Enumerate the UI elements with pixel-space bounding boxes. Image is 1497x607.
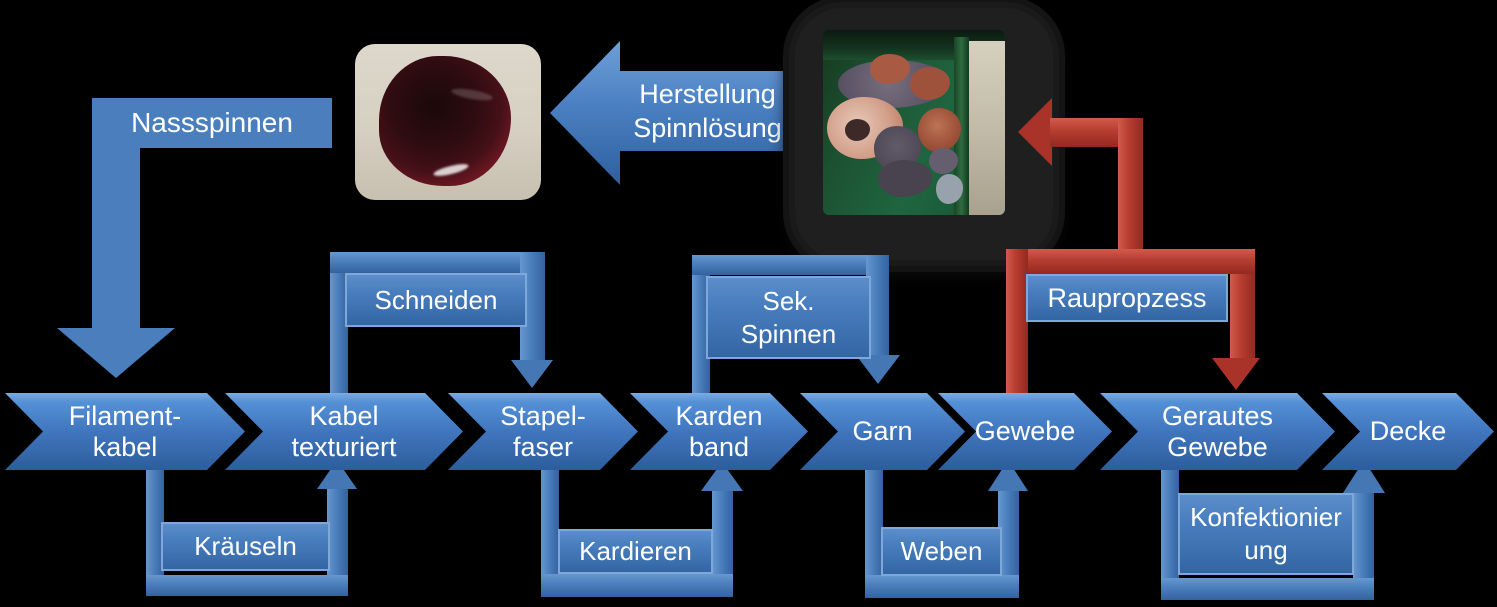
chevron-filamentkabel-line2: kabel xyxy=(92,431,158,462)
schneiden-top-bar xyxy=(330,252,545,273)
fiber-salmon-top xyxy=(870,54,911,84)
herstellung-spinnloesung-label: Herstellung Spinnlösung xyxy=(620,71,795,151)
weben-text: Weben xyxy=(900,536,983,566)
kardieren-left-leg xyxy=(541,468,559,597)
fiber-rust-center xyxy=(917,107,962,153)
kraeuseln-bottom-bar xyxy=(146,575,348,596)
red-arrowhead-left-icon xyxy=(1018,98,1052,166)
chevron-stapelfaser-line1: Stapel- xyxy=(500,400,586,431)
raupropzess-label: Raupropzess xyxy=(1026,274,1228,322)
chevron-gerautes-gewebe-line2: Gewebe xyxy=(1167,431,1268,462)
nassspinnen-text: Nassspinnen xyxy=(131,107,293,138)
konfektionierung-label: Konfektionier ung xyxy=(1178,493,1354,575)
weben-bottom-bar xyxy=(865,575,1019,598)
schneiden-text: Schneiden xyxy=(374,284,498,315)
schneiden-arrowhead-down-icon xyxy=(511,360,553,388)
chevron-kabel-texturiert: Kabel texturiert xyxy=(225,393,463,470)
kardieren-bottom-bar xyxy=(541,574,733,597)
fiber-gray-bottom xyxy=(877,159,933,197)
kraeuseln-left-leg xyxy=(146,468,164,596)
sek-spinnen-left-leg xyxy=(692,255,710,393)
fiber-rust-top xyxy=(910,67,951,101)
chevron-stapelfaser: Stapel- faser xyxy=(448,393,638,470)
konfektionierung-line2: ung xyxy=(1244,535,1288,565)
sek-spinnen-label: Sek. Spinnen xyxy=(706,276,871,359)
kardieren-right-leg xyxy=(712,490,733,574)
red-pipe-stem xyxy=(1118,118,1143,252)
chevron-garn: Garn xyxy=(800,393,965,470)
sek-spinnen-arrowhead-down-icon xyxy=(856,355,900,384)
konfektionierung-bottom-bar xyxy=(1161,578,1374,600)
conveyor-edge xyxy=(954,37,969,215)
kraeuseln-label: Kräuseln xyxy=(161,522,330,571)
chevron-kabel-texturiert-line1: Kabel xyxy=(309,400,379,431)
chevron-stapelfaser-line2: faser xyxy=(512,431,574,462)
weben-left-leg xyxy=(865,468,883,598)
herstellung-line2: Spinnlösung xyxy=(633,113,782,143)
chevron-kardenband-line2: band xyxy=(688,431,750,462)
chevron-kardenband: Karden band xyxy=(630,393,808,470)
fiber-blue-gray xyxy=(935,174,964,204)
chevron-decke: Decke xyxy=(1322,393,1494,470)
chevron-gewebe-line1: Gewebe xyxy=(974,416,1076,446)
spinnloesung-photo xyxy=(355,44,541,200)
raupropzess-text: Raupropzess xyxy=(1047,282,1207,313)
kardieren-text: Kardieren xyxy=(579,536,692,566)
kraeuseln-text: Kräuseln xyxy=(194,531,297,561)
kraeuseln-right-leg xyxy=(327,488,348,575)
red-pipe-left-leg xyxy=(1006,249,1028,393)
red-pipe-right-leg xyxy=(1230,274,1255,360)
konfektionierung-line1: Konfektionier xyxy=(1190,502,1342,532)
red-arrowhead-down-icon xyxy=(1212,358,1260,390)
red-pipe-mid xyxy=(1006,249,1255,274)
weben-right-leg xyxy=(998,490,1019,575)
spinning-solution-blob xyxy=(379,56,511,186)
chevron-filamentkabel: Filament- kabel xyxy=(5,393,245,470)
fiber-pink-hole xyxy=(844,118,871,141)
background-wall xyxy=(966,41,1005,215)
sek-spinnen-top-bar xyxy=(692,255,889,275)
chevron-kabel-texturiert-line2: texturiert xyxy=(291,431,397,462)
chevron-decke-line1: Decke xyxy=(1369,416,1447,446)
recycled-fibers-photo xyxy=(823,30,1005,215)
sek-spinnen-line2: Spinnen xyxy=(740,318,837,349)
schneiden-left-leg xyxy=(330,252,348,393)
herstellung-line1: Herstellung xyxy=(639,79,776,109)
sek-spinnen-line1: Sek. xyxy=(762,285,815,316)
schneiden-label: Schneiden xyxy=(345,273,527,327)
chevron-gerautes-gewebe-line1: Gerautes xyxy=(1161,400,1274,431)
konfektionierung-right-leg xyxy=(1353,492,1374,578)
chevron-garn-line1: Garn xyxy=(852,416,913,446)
chevron-gerautes-gewebe: Gerautes Gewebe xyxy=(1100,393,1335,470)
konfektionierung-left-leg xyxy=(1161,468,1179,600)
chevron-filamentkabel-line1: Filament- xyxy=(68,400,182,431)
kardieren-label: Kardieren xyxy=(558,529,713,574)
nassspinnen-label: Nassspinnen xyxy=(92,98,332,148)
sek-spinnen-right-leg xyxy=(866,255,889,357)
fiber-gray-right xyxy=(928,148,958,175)
nassspinnen-arrowhead-down-icon xyxy=(57,328,175,378)
weben-label: Weben xyxy=(881,527,1002,576)
chevron-kardenband-line1: Karden xyxy=(675,400,763,431)
